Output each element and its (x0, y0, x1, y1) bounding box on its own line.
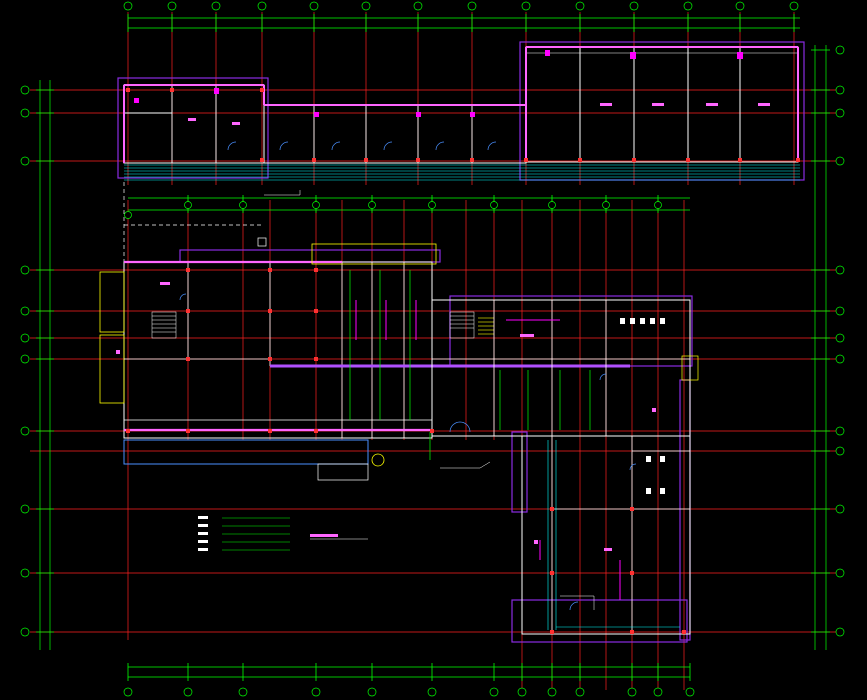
top-building (123, 46, 800, 265)
zone-outlines (117, 41, 805, 643)
axis-grid-lines (30, 12, 840, 690)
dimension-lines (36, 14, 830, 681)
lower-building (99, 190, 699, 635)
axis-bubbles (20, 1, 845, 697)
legend (198, 516, 368, 551)
